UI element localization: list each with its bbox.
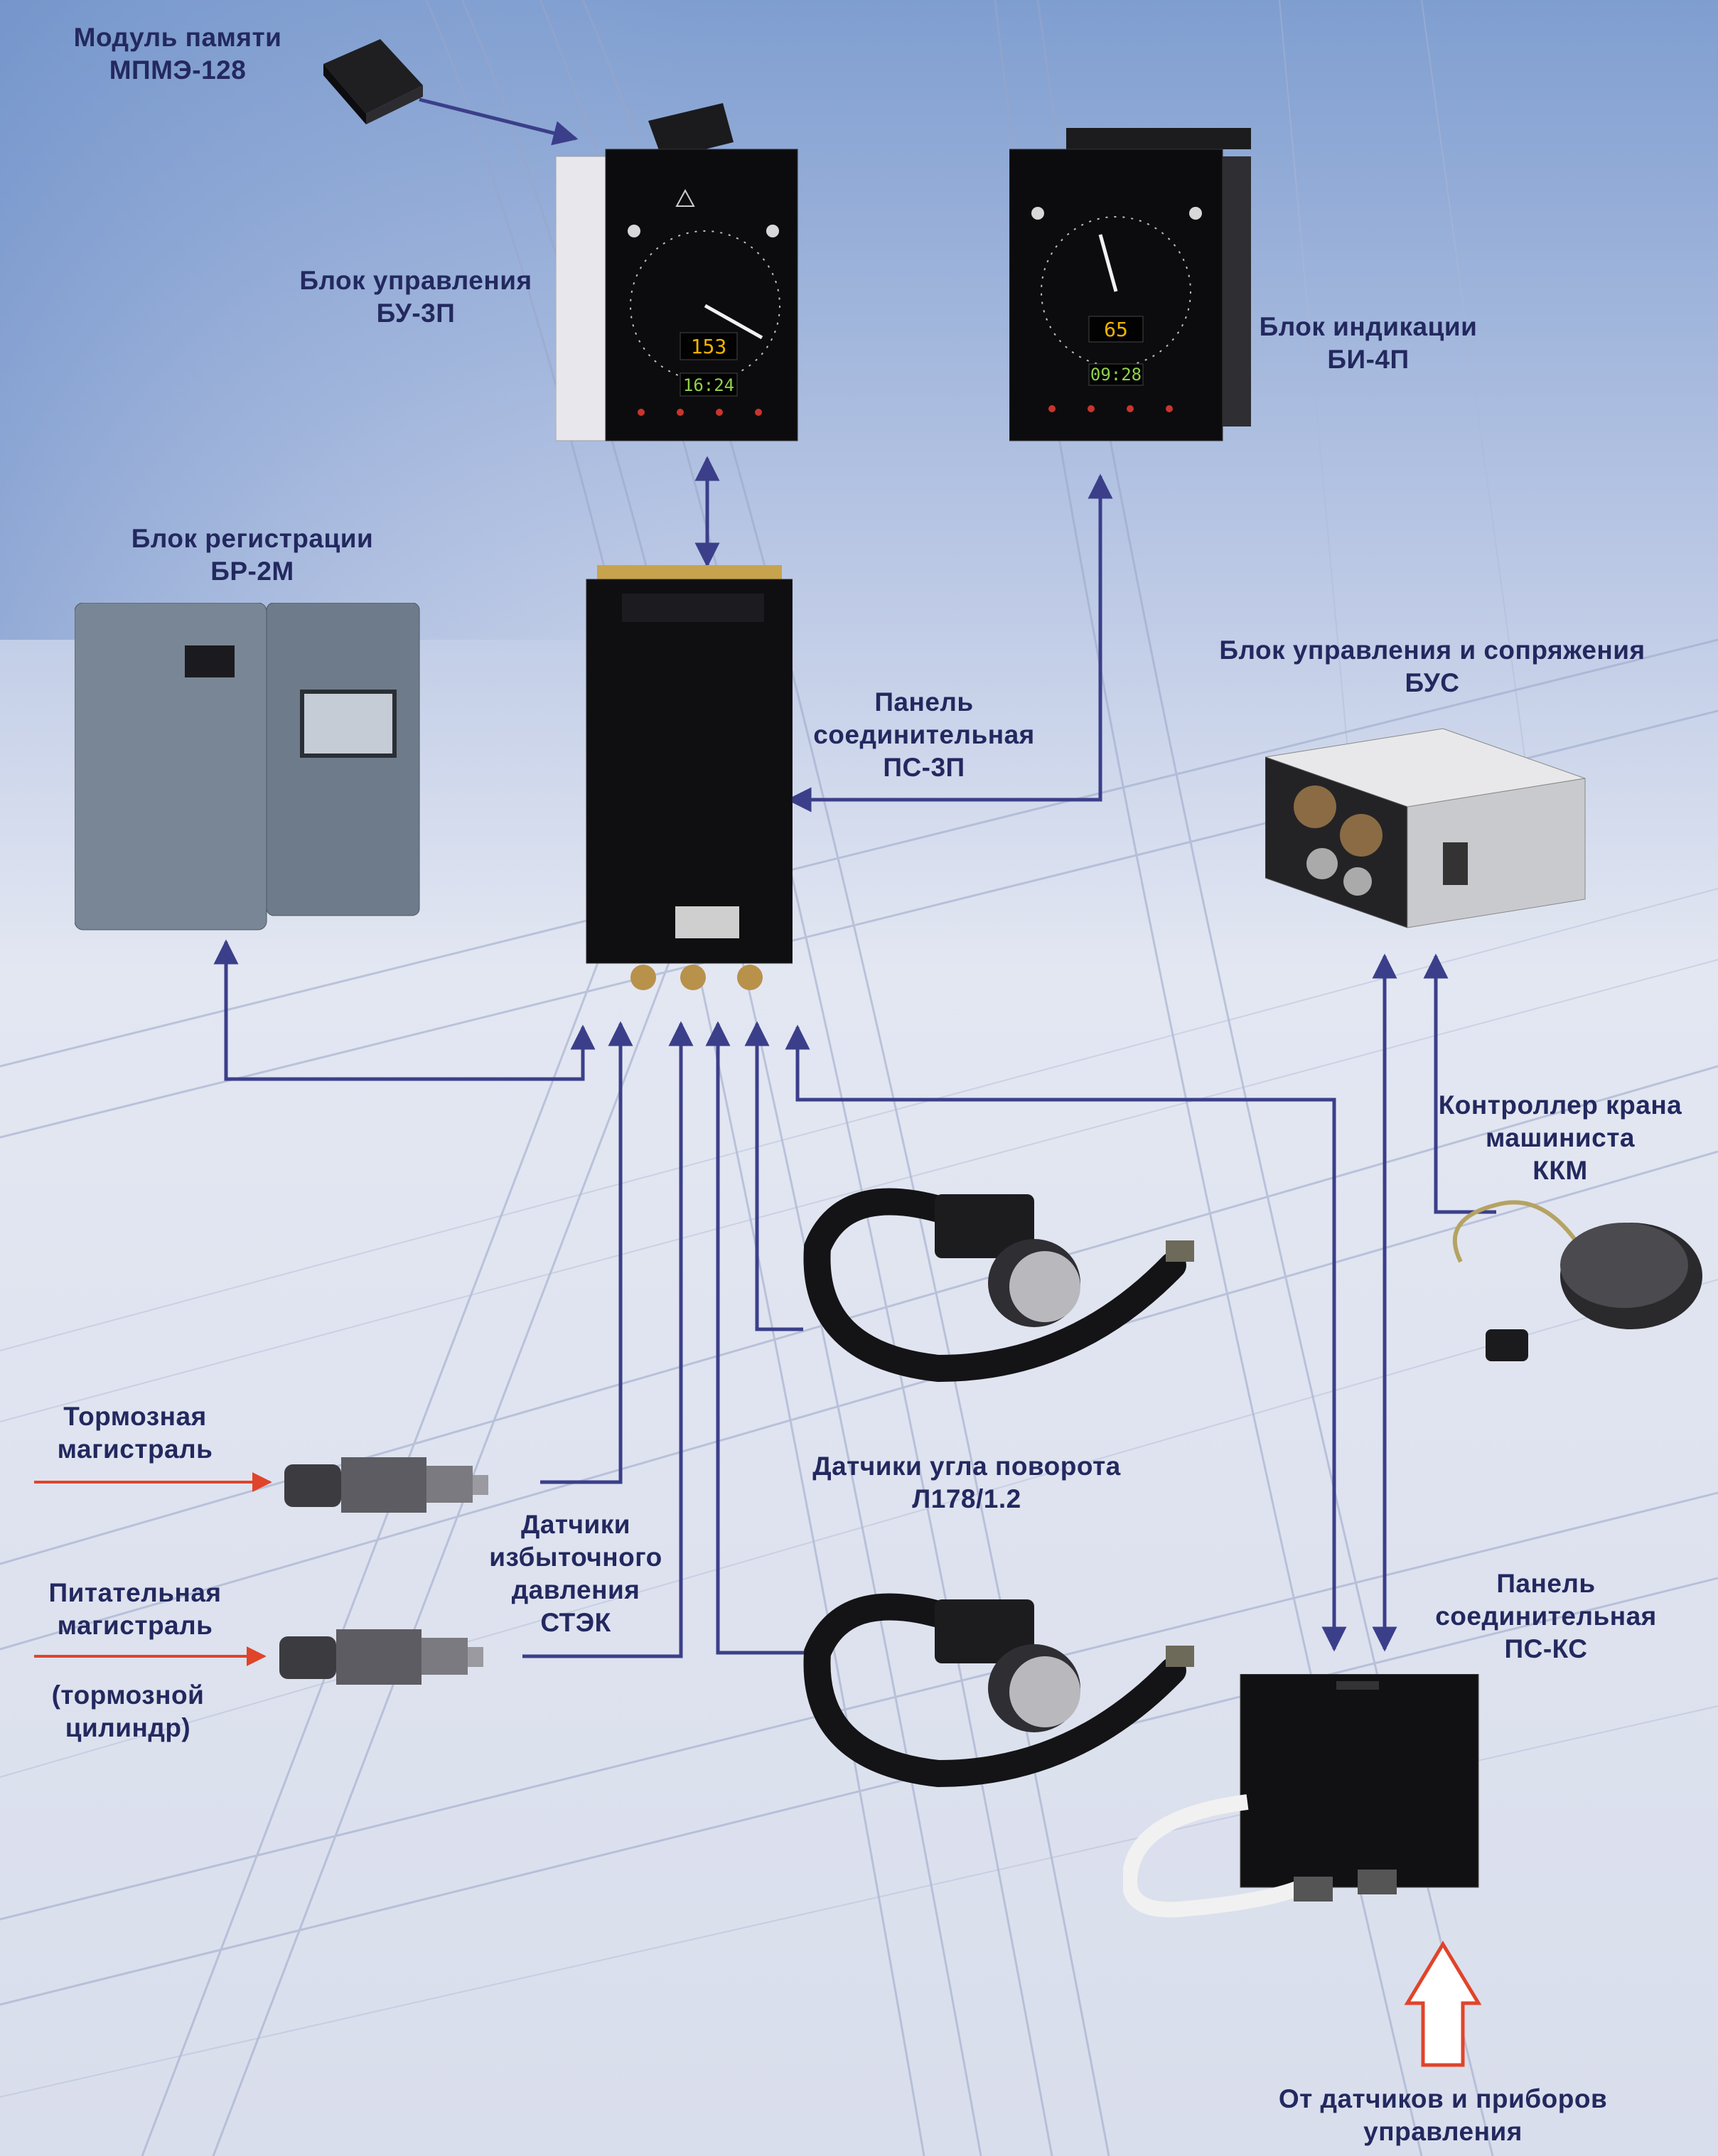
label-control-unit: Блок управления БУ-3П — [281, 264, 551, 330]
label-line: ККМ — [1532, 1156, 1588, 1185]
arrow-from-sensors-input — [1404, 1941, 1482, 2067]
label-line: СТЭК — [540, 1608, 611, 1637]
label-line: машиниста — [1486, 1123, 1635, 1152]
pskc-panel-image — [1123, 1674, 1493, 1958]
label-line: БИ-4П — [1327, 345, 1410, 374]
label-line: БР-2М — [210, 557, 294, 586]
bu3p-speed-readout: 153 — [691, 335, 727, 358]
label-driver-crane-controller: Контроллер крана машиниста ККМ — [1429, 1089, 1692, 1187]
line-angle-sensor-2 — [705, 1021, 810, 1655]
label-from-sensors: От датчиков и приборов управления — [1208, 2083, 1677, 2148]
label-line: соединительная — [1435, 1602, 1657, 1631]
label-line: МПМЭ-128 — [109, 55, 247, 85]
arrow-memory-to-bu3p — [419, 97, 579, 146]
speedometer-dial-icon — [630, 230, 780, 381]
label-line: Датчики — [520, 1510, 631, 1539]
label-brake-line: Тормозная магистраль — [28, 1400, 242, 1466]
label-line: БУС — [1405, 668, 1460, 697]
label-line: Датчики угла поворота — [812, 1452, 1121, 1481]
label-line: управления — [1363, 2117, 1523, 2146]
angle-sensor-1-image — [796, 1141, 1212, 1411]
label-brake-cylinder: (тормозной цилиндр) — [21, 1679, 235, 1744]
label-pressure-sensors: Датчики избыточного давления СТЭК — [469, 1508, 682, 1639]
arrow-ps3p-pskc — [785, 1024, 1347, 1652]
label-line: давления — [511, 1575, 640, 1604]
label-line: Блок управления и сопряжения — [1219, 635, 1645, 665]
label-line: ПС-3П — [883, 753, 965, 782]
label-line: Блок индикации — [1259, 312, 1478, 341]
label-line: Блок регистрации — [131, 524, 374, 553]
label-line: Панель — [874, 687, 974, 717]
memory-module-image — [309, 36, 430, 128]
kkm-controller-image — [1432, 1176, 1706, 1375]
pressure-sensor-supply-image — [274, 1622, 487, 1693]
label-line: БУ-3П — [376, 299, 456, 328]
line-supply-sensor — [522, 1021, 694, 1658]
label-line: Тормозная — [63, 1402, 207, 1431]
label-line: Панель — [1496, 1569, 1596, 1598]
label-connection-panel-pskc: Панель соединительная ПС-КС — [1414, 1567, 1677, 1666]
label-interface-unit: Блок управления и сопряжения БУС — [1187, 634, 1677, 699]
label-line: магистраль — [57, 1611, 213, 1640]
ps3p-panel-image — [579, 565, 793, 992]
label-line: избыточного — [489, 1543, 662, 1572]
label-indication-unit: Блок индикации БИ-4П — [1251, 311, 1486, 376]
bus-unit-image — [1265, 722, 1589, 942]
bi4p-speed-readout: 65 — [1104, 318, 1128, 341]
bu3p-time-readout: 16:24 — [683, 375, 734, 395]
label-line: Л178/1.2 — [912, 1484, 1021, 1513]
label-line: магистраль — [57, 1434, 213, 1464]
br2m-unit-image — [75, 603, 426, 944]
pressure-sensor-icon — [284, 1457, 488, 1513]
label-registration-unit: Блок регистрации БР-2М — [110, 522, 394, 588]
bi4p-time-readout: 09:28 — [1090, 365, 1142, 385]
label-angle-sensors: Датчики угла поворота Л178/1.2 — [789, 1450, 1144, 1516]
label-connection-panel-ps3p: Панель соединительная ПС-3П — [796, 686, 1052, 784]
memory-cartridge-icon — [323, 39, 423, 124]
label-line: Питательная — [48, 1578, 222, 1607]
label-memory-module: Модуль памяти МПМЭ-128 — [71, 21, 284, 87]
label-line: ПС-КС — [1504, 1634, 1588, 1663]
label-line: Блок управления — [299, 266, 532, 295]
label-line: От датчиков и приборов — [1278, 2084, 1608, 2113]
line-brake-sensor — [540, 1021, 633, 1484]
bi4p-unit-image: 65 09:28 — [1009, 128, 1265, 448]
label-supply-line: Питательная магистраль — [21, 1577, 249, 1642]
arrow-ps3p-br2m — [213, 939, 596, 1081]
label-line: (тормозной — [51, 1680, 205, 1710]
label-line: цилиндр) — [65, 1713, 191, 1742]
pressure-sensor-brake-image — [279, 1450, 492, 1521]
label-line: соединительная — [813, 720, 1035, 749]
rotation-sensor-icon — [803, 1188, 1194, 1383]
label-line: Модуль памяти — [73, 23, 282, 52]
bu3p-unit-image: 153 16:24 — [556, 100, 812, 455]
angle-sensor-2-image — [796, 1546, 1212, 1816]
label-line: Контроллер крана — [1438, 1090, 1682, 1120]
arrow-bi4p-ps3p — [786, 473, 1113, 812]
